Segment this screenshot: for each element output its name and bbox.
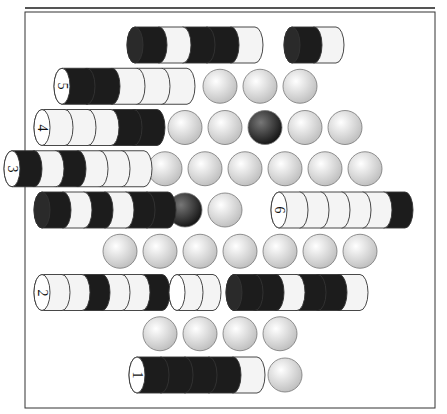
ball (183, 317, 217, 351)
tile-cylinder (169, 275, 221, 311)
cylinder-segment (34, 110, 73, 146)
cylinder-cap (34, 192, 50, 228)
ball (223, 317, 257, 351)
cylinder-cap (34, 275, 50, 311)
ball (263, 234, 297, 268)
ball (283, 69, 317, 103)
cylinder-cap (129, 357, 145, 393)
cylinder-segment (129, 357, 169, 393)
cylinder-segment (34, 192, 71, 228)
callout-number: 4 (35, 124, 49, 131)
ball (208, 193, 242, 227)
callout-number: 6 (272, 207, 286, 214)
cylinder-segment (226, 275, 263, 311)
callout-number: 5 (55, 83, 69, 90)
ball (288, 111, 322, 145)
tile-cylinder (129, 357, 265, 393)
cylinder-segment (284, 27, 322, 63)
ball (348, 152, 382, 186)
ball (148, 152, 182, 186)
callout-number: 3 (5, 165, 19, 172)
ball (183, 234, 217, 268)
cylinder-cap (4, 151, 20, 187)
ball (223, 234, 257, 268)
cylinder-segment (169, 275, 203, 311)
tile-cylinder (34, 275, 170, 311)
ball (168, 111, 202, 145)
tile-cylinder (284, 27, 344, 63)
ball (268, 152, 302, 186)
ball (208, 111, 242, 145)
ball (263, 317, 297, 351)
cylinder-cap (54, 68, 70, 104)
ball (303, 234, 337, 268)
ball (143, 234, 177, 268)
ball (203, 69, 237, 103)
ball (248, 111, 282, 145)
cylinder-cap (169, 275, 185, 311)
cylinder-segment (34, 275, 70, 311)
tile-cylinder (271, 192, 413, 228)
ball (243, 69, 277, 103)
ball (188, 152, 222, 186)
cylinder-cap (127, 27, 143, 63)
ball (308, 152, 342, 186)
tile-cylinder (127, 27, 263, 63)
ball (143, 317, 177, 351)
frame (25, 12, 435, 408)
callout-number: 1 (130, 372, 144, 379)
cylinder-cap (284, 27, 300, 63)
tile-cylinder (54, 68, 195, 104)
cylinder-cap (34, 110, 50, 146)
ball (103, 234, 137, 268)
cylinder-segment (127, 27, 167, 63)
frame-rule (25, 7, 435, 9)
cylinder-segment (271, 192, 308, 228)
cylinder-segment (4, 151, 42, 187)
tile-cylinder (4, 151, 152, 187)
tile-cylinder (226, 275, 368, 311)
tile-cylinder (34, 110, 165, 146)
ball (343, 234, 377, 268)
ball (228, 152, 262, 186)
tile-cylinder (34, 192, 176, 228)
ball (268, 358, 302, 392)
cylinder-segment (54, 68, 95, 104)
cylinder-cap (271, 192, 287, 228)
ball (328, 111, 362, 145)
cylinder-cap (226, 275, 242, 311)
callout-number: 2 (35, 289, 49, 296)
